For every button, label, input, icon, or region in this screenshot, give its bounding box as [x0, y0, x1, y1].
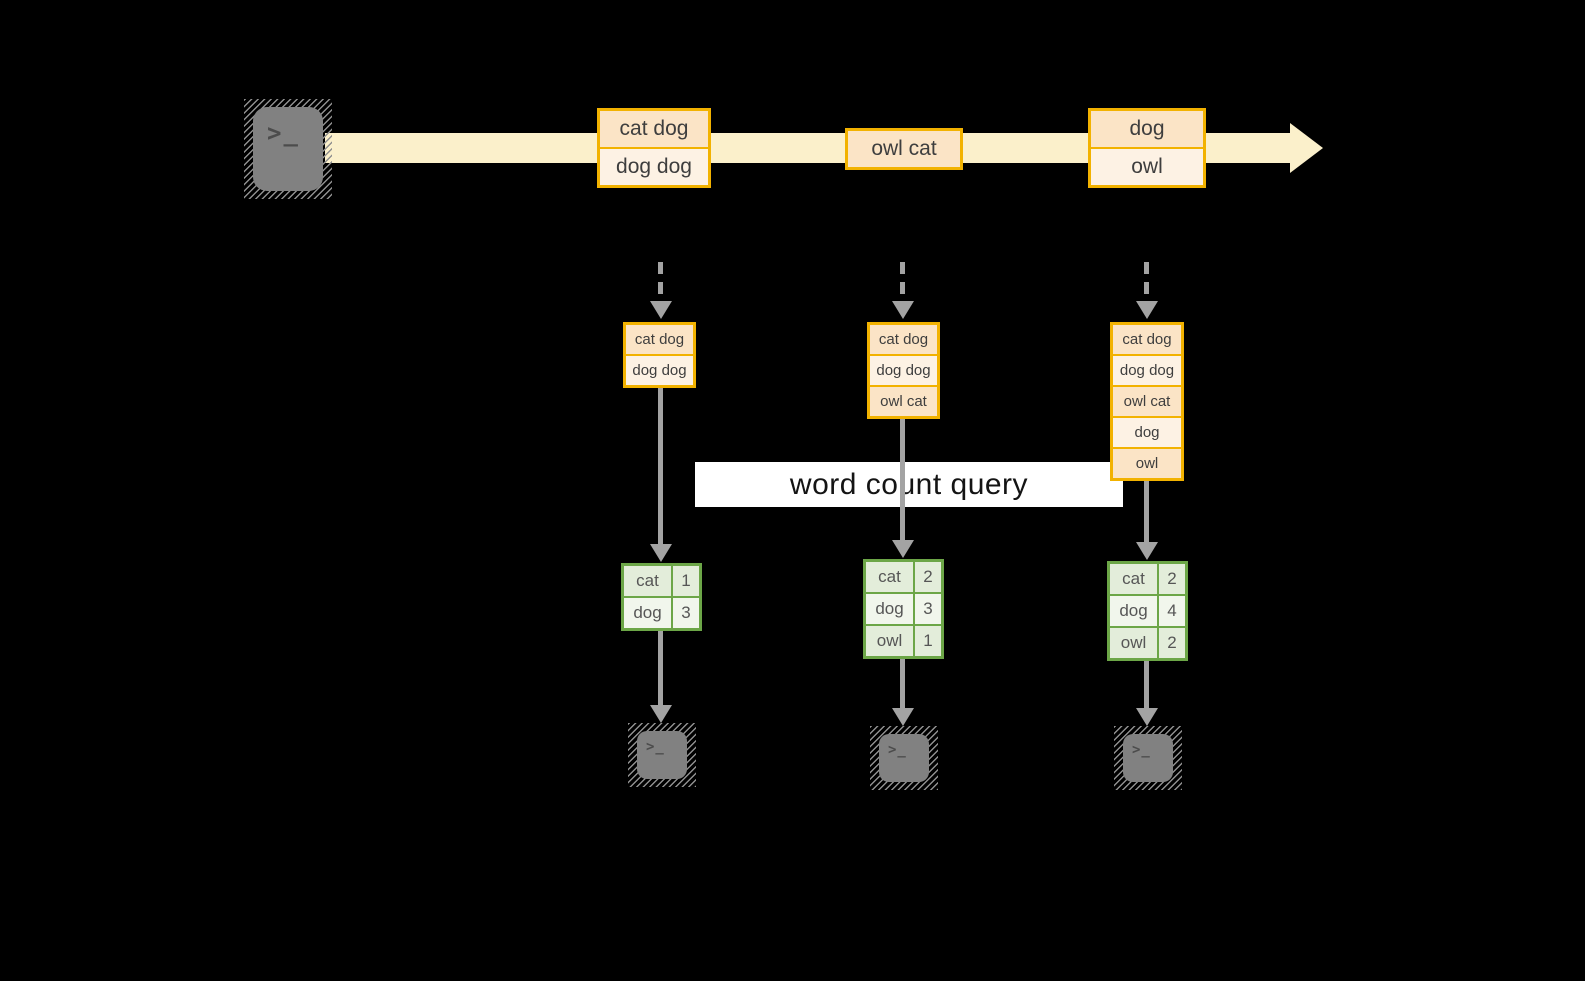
ingest-arrow-shaft: [658, 262, 663, 302]
query-arrow-shaft: [1144, 481, 1149, 543]
count-table-1: cat 1 dog 3: [621, 563, 702, 631]
count-table-2: cat 2 dog 3 owl 1: [863, 559, 944, 659]
count-cell: 2: [1159, 628, 1185, 658]
sink-terminal-icon-1: >_: [628, 723, 696, 787]
word-cell: owl: [866, 626, 913, 656]
output-arrow-shaft: [900, 658, 905, 709]
ingest-arrow-shaft: [1144, 262, 1149, 302]
word-cell: owl: [1110, 628, 1157, 658]
buffered-record: dog dog: [870, 356, 937, 385]
output-arrow-shaft: [1144, 660, 1149, 709]
record-buffer-3: cat dog dog dog owl cat dog owl: [1110, 322, 1184, 481]
count-cell: 1: [915, 626, 941, 656]
buffered-record: cat dog: [1113, 325, 1181, 354]
ingest-arrowhead: [650, 301, 672, 319]
count-cell: 3: [915, 594, 941, 624]
prompt-glyph: >_: [1132, 742, 1151, 758]
query-label: word count query: [789, 467, 1029, 501]
word-cell: cat: [1110, 564, 1157, 594]
terminal-screen: >_: [637, 731, 687, 779]
terminal-screen: >_: [1123, 734, 1173, 782]
prompt-glyph: >_: [267, 119, 300, 147]
stream-event-3: dog owl: [1088, 108, 1206, 188]
count-cell: 2: [1159, 564, 1185, 594]
stream-arrowhead: [1290, 123, 1323, 173]
buffered-record: owl: [1113, 449, 1181, 478]
buffered-record: cat dog: [870, 325, 937, 354]
terminal-screen: >_: [253, 107, 323, 191]
query-arrowhead: [650, 544, 672, 562]
event-record: dog: [1091, 111, 1203, 147]
word-cell: dog: [624, 598, 671, 628]
buffered-record: dog dog: [626, 356, 693, 385]
stream-event-1: cat dog dog dog: [597, 108, 711, 188]
output-arrowhead: [892, 708, 914, 726]
word-cell: dog: [1110, 596, 1157, 626]
buffered-record: dog dog: [1113, 356, 1181, 385]
buffered-record: dog: [1113, 418, 1181, 447]
query-arrow-shaft: [658, 388, 663, 545]
word-cell: dog: [866, 594, 913, 624]
count-cell: 3: [673, 598, 699, 628]
sink-terminal-icon-2: >_: [870, 726, 938, 790]
prompt-glyph: >_: [646, 739, 665, 755]
ingest-arrowhead: [892, 301, 914, 319]
query-arrow-shaft: [900, 418, 905, 541]
prompt-glyph: >_: [888, 742, 907, 758]
event-record: owl: [1091, 149, 1203, 185]
word-cell: cat: [866, 562, 913, 592]
event-record: dog dog: [600, 149, 708, 185]
output-arrowhead: [1136, 708, 1158, 726]
source-terminal-icon: >_: [244, 99, 332, 199]
stream-event-2: owl cat: [845, 128, 963, 170]
event-record: cat dog: [600, 111, 708, 147]
query-banner: word count query: [695, 462, 1123, 507]
count-cell: 4: [1159, 596, 1185, 626]
sink-terminal-icon-3: >_: [1114, 726, 1182, 790]
buffered-record: owl cat: [1113, 387, 1181, 416]
query-arrowhead: [892, 540, 914, 558]
buffered-record: cat dog: [626, 325, 693, 354]
count-table-3: cat 2 dog 4 owl 2: [1107, 561, 1188, 661]
output-arrow-shaft: [658, 630, 663, 706]
word-cell: cat: [624, 566, 671, 596]
count-cell: 2: [915, 562, 941, 592]
event-record: owl cat: [848, 131, 960, 167]
record-buffer-1: cat dog dog dog: [623, 322, 696, 388]
ingest-arrowhead: [1136, 301, 1158, 319]
terminal-screen: >_: [879, 734, 929, 782]
buffered-record: owl cat: [870, 387, 937, 416]
output-arrowhead: [650, 705, 672, 723]
query-arrowhead: [1136, 542, 1158, 560]
count-cell: 1: [673, 566, 699, 596]
record-buffer-2: cat dog dog dog owl cat: [867, 322, 940, 419]
ingest-arrow-shaft: [900, 262, 905, 302]
